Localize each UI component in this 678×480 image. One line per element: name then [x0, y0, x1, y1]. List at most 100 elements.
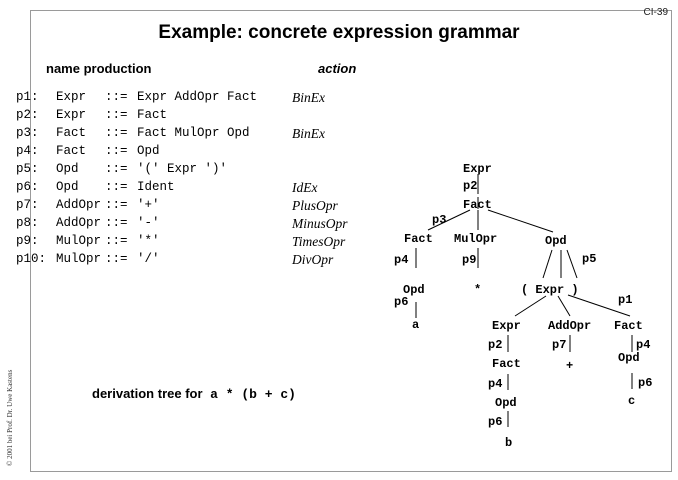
rule-lhs: AddOpr: [56, 216, 102, 230]
tree-rule-label: p4: [636, 338, 650, 352]
rule-row: p9: MulOpr ::= '*' TimesOpr: [16, 234, 345, 251]
tree-rule-label: p1: [618, 293, 632, 307]
tree-rule-label: p4: [488, 377, 502, 391]
rule-symbol: ::=: [105, 216, 128, 230]
tree-rule-label: p7: [552, 338, 566, 352]
tree-rule-label: p2: [488, 338, 502, 352]
tree-node: MulOpr: [454, 232, 497, 246]
rule-name: p4:: [16, 144, 39, 158]
rule-rhs: '*': [137, 234, 160, 248]
tree-edge: [427, 209, 471, 231]
rule-rhs: '-': [137, 216, 160, 230]
rule-row: p8: AddOpr ::= '-' MinusOpr: [16, 216, 348, 233]
rule-action: BinEx: [292, 126, 325, 141]
rule-name: p9:: [16, 234, 39, 248]
tree-edge: [542, 249, 553, 279]
tree-node: *: [474, 283, 481, 297]
rule-row: p3: Fact ::= Fact MulOpr Opd BinEx: [16, 126, 325, 143]
rule-name: p5:: [16, 162, 39, 176]
rule-symbol: ::=: [105, 198, 128, 212]
copyright-notice: © 2001 bei Prof. Dr. Uwe Kastens: [6, 369, 14, 466]
rule-lhs: Fact: [56, 144, 87, 158]
rule-name: p8:: [16, 216, 39, 230]
rule-row: p4: Fact ::= Opd: [16, 144, 160, 161]
rule-row: p6: Opd ::= Ident IdEx: [16, 180, 317, 197]
tree-rule-label: p9: [462, 253, 476, 267]
rule-name: p6:: [16, 180, 39, 194]
tree-node: Fact: [463, 198, 492, 212]
rule-symbol: ::=: [105, 252, 128, 266]
rule-lhs: Expr: [56, 108, 87, 122]
tree-rule-label: p2: [463, 179, 477, 193]
rule-rhs: Fact MulOpr Opd: [137, 126, 250, 140]
rule-rhs: '(' Expr ')': [137, 162, 228, 176]
rule-name: p10:: [16, 252, 47, 266]
rule-symbol: ::=: [105, 144, 128, 158]
tree-caption: derivation tree for a * (b + c): [92, 386, 296, 402]
rule-action: BinEx: [292, 90, 325, 105]
rule-name: p7:: [16, 198, 39, 212]
tree-node: Fact: [492, 357, 521, 371]
rule-action: IdEx: [292, 180, 318, 195]
tree-node: +: [566, 359, 573, 373]
rule-lhs: MulOpr: [56, 234, 102, 248]
header-name-production: name production: [46, 61, 152, 76]
tree-edge: [566, 249, 578, 279]
rule-symbol: ::=: [105, 162, 128, 176]
rule-rhs: Expr AddOpr Fact: [137, 90, 258, 104]
rule-row: p5: Opd ::= '(' Expr ')': [16, 162, 227, 179]
rule-symbol: ::=: [105, 90, 128, 104]
tree-node: Fact: [614, 319, 643, 333]
tree-node: Opd: [618, 351, 640, 365]
tree-rule-label: p6: [394, 295, 408, 309]
tree-node: Opd: [403, 283, 425, 297]
rule-rhs: '+': [137, 198, 160, 212]
tree-node: b: [505, 436, 512, 450]
rule-lhs: Opd: [56, 162, 79, 176]
tree-node: Opd: [495, 396, 517, 410]
rule-name: p1:: [16, 90, 39, 104]
rule-row: p2: Expr ::= Fact: [16, 108, 167, 125]
tree-edge: [487, 209, 554, 233]
caption-text: derivation tree for: [92, 386, 203, 401]
rule-lhs: MulOpr: [56, 252, 102, 266]
slide-number: CI-39: [643, 7, 668, 18]
rule-rhs: Ident: [137, 180, 175, 194]
tree-node: Fact: [404, 232, 433, 246]
rule-action: DivOpr: [292, 252, 334, 267]
header-action: action: [318, 61, 357, 76]
rule-rhs: Opd: [137, 144, 160, 158]
rule-lhs: Opd: [56, 180, 79, 194]
tree-edge: [514, 295, 547, 317]
tree-edge: [557, 295, 571, 317]
rule-rhs: '/': [137, 252, 160, 266]
rule-row: p7: AddOpr ::= '+' PlusOpr: [16, 198, 338, 215]
tree-rule-label: p6: [638, 376, 652, 390]
rule-action: MinusOpr: [292, 216, 348, 231]
rule-symbol: ::=: [105, 234, 128, 248]
slide-frame: [30, 10, 672, 472]
rule-action: PlusOpr: [292, 198, 338, 213]
rule-lhs: AddOpr: [56, 198, 102, 212]
tree-rule-label: p3: [432, 213, 446, 227]
rule-action: TimesOpr: [292, 234, 346, 249]
rule-symbol: ::=: [105, 126, 128, 140]
tree-node: a: [412, 318, 419, 332]
tree-node: AddOpr: [548, 319, 591, 333]
tree-node: Opd: [545, 234, 567, 248]
tree-rule-label: p4: [394, 253, 408, 267]
tree-node: Expr: [463, 162, 492, 176]
tree-node: Expr: [492, 319, 521, 333]
tree-edge: [567, 294, 631, 317]
rule-name: p2:: [16, 108, 39, 122]
slide-title: Example: concrete expression grammar: [158, 22, 520, 43]
rule-lhs: Expr: [56, 90, 87, 104]
caption-expression: a * (b + c): [210, 387, 296, 402]
rule-row: p10: MulOpr ::= '/' DivOpr: [16, 252, 333, 269]
rule-row: p1: Expr ::= Expr AddOpr Fact BinEx: [16, 90, 325, 107]
tree-node: c: [628, 394, 635, 408]
tree-rule-label: p5: [582, 252, 596, 266]
rule-name: p3:: [16, 126, 39, 140]
rule-symbol: ::=: [105, 180, 128, 194]
